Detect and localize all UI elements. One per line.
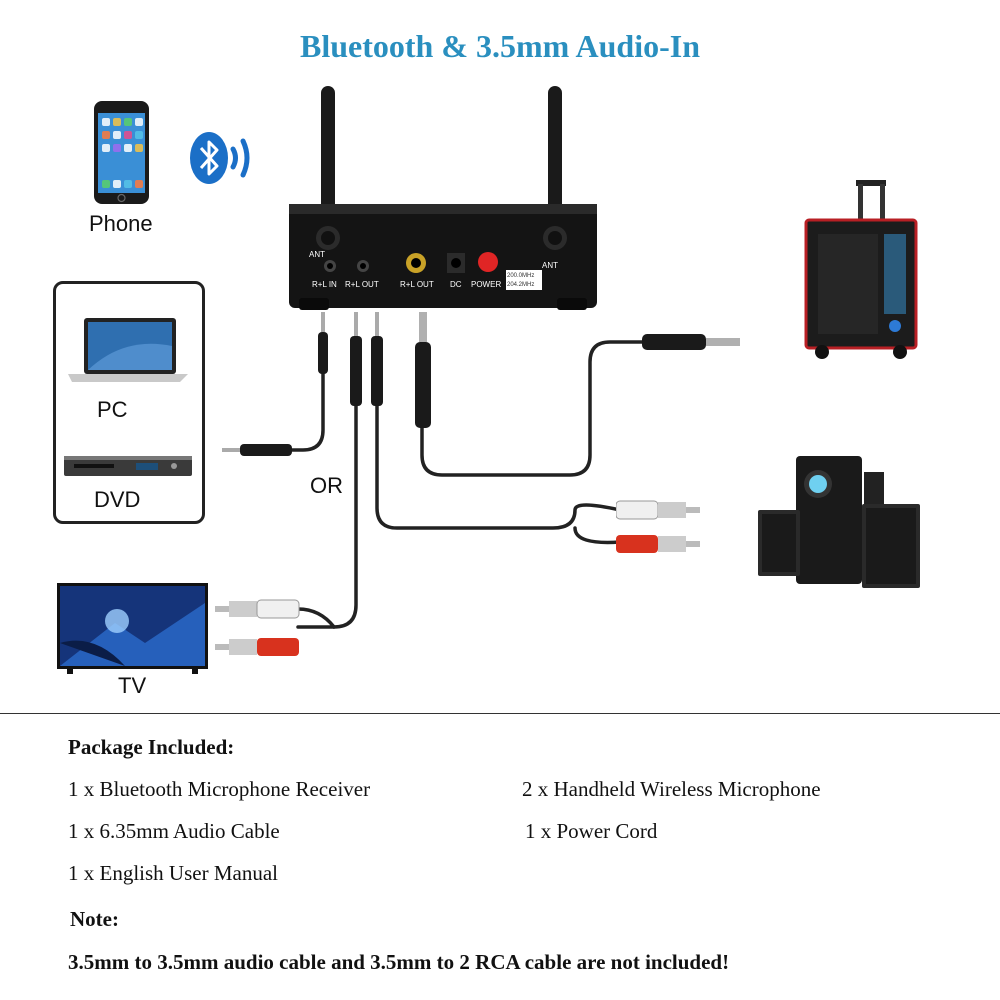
plug-35mm-1 — [318, 312, 328, 374]
port-dc: DC — [450, 280, 462, 289]
port-rl-out-1: R+L OUT — [345, 280, 379, 289]
rca-red-tv — [215, 638, 299, 656]
pc-label: PC — [97, 397, 128, 422]
dvd-player-illustration — [64, 456, 192, 476]
ant-label-left: ANT — [309, 250, 325, 259]
rca-red-speaker — [616, 535, 700, 553]
package-item-power-cord: 1 x Power Cord — [525, 819, 658, 843]
port-rl-in: R+L IN — [312, 280, 337, 289]
ant-label-right: ANT — [542, 261, 558, 270]
plug-635mm — [415, 312, 431, 428]
section-divider — [0, 713, 1000, 714]
rca-white-tv — [215, 599, 300, 619]
port-rl-out-2: R+L OUT — [400, 280, 434, 289]
desktop-speakers-illustration — [758, 456, 920, 588]
freq-label-1: 200.0MHz — [507, 273, 535, 279]
plug-635mm-speaker — [642, 334, 740, 350]
note-heading: Note: — [70, 907, 119, 931]
package-item-microphone: 2 x Handheld Wireless Microphone — [522, 777, 821, 801]
plug-35mm-pc — [222, 444, 292, 456]
plug-35mm-2 — [350, 312, 362, 406]
package-item-manual: 1 x English User Manual — [68, 861, 278, 885]
phone-illustration — [94, 101, 149, 204]
bluetooth-icon — [190, 132, 250, 184]
receiver-unit — [289, 86, 597, 310]
tv-illustration — [57, 583, 208, 674]
pc-dvd-box — [53, 281, 205, 524]
package-item-receiver: 1 x Bluetooth Microphone Receiver — [68, 777, 371, 801]
phone-label: Phone — [89, 211, 153, 236]
diagram-title: Bluetooth & 3.5mm Audio-In — [299, 28, 701, 64]
laptop-illustration — [68, 318, 188, 382]
dvd-label: DVD — [94, 487, 141, 512]
package-heading: Package Included: — [68, 735, 235, 759]
trolley-speaker-illustration — [804, 180, 918, 359]
tv-label: TV — [118, 673, 147, 698]
cable-diagram — [288, 340, 647, 629]
note-text: 3.5mm to 3.5mm audio cable and 3.5mm to … — [68, 950, 730, 974]
port-power: POWER — [471, 280, 502, 289]
package-item-audio-cable: 1 x 6.35mm Audio Cable — [68, 819, 280, 843]
or-label: OR — [310, 473, 343, 498]
rca-white-speaker — [616, 500, 700, 520]
freq-label-2: 204.2MHz — [507, 282, 535, 288]
plug-35mm-3 — [371, 312, 383, 406]
